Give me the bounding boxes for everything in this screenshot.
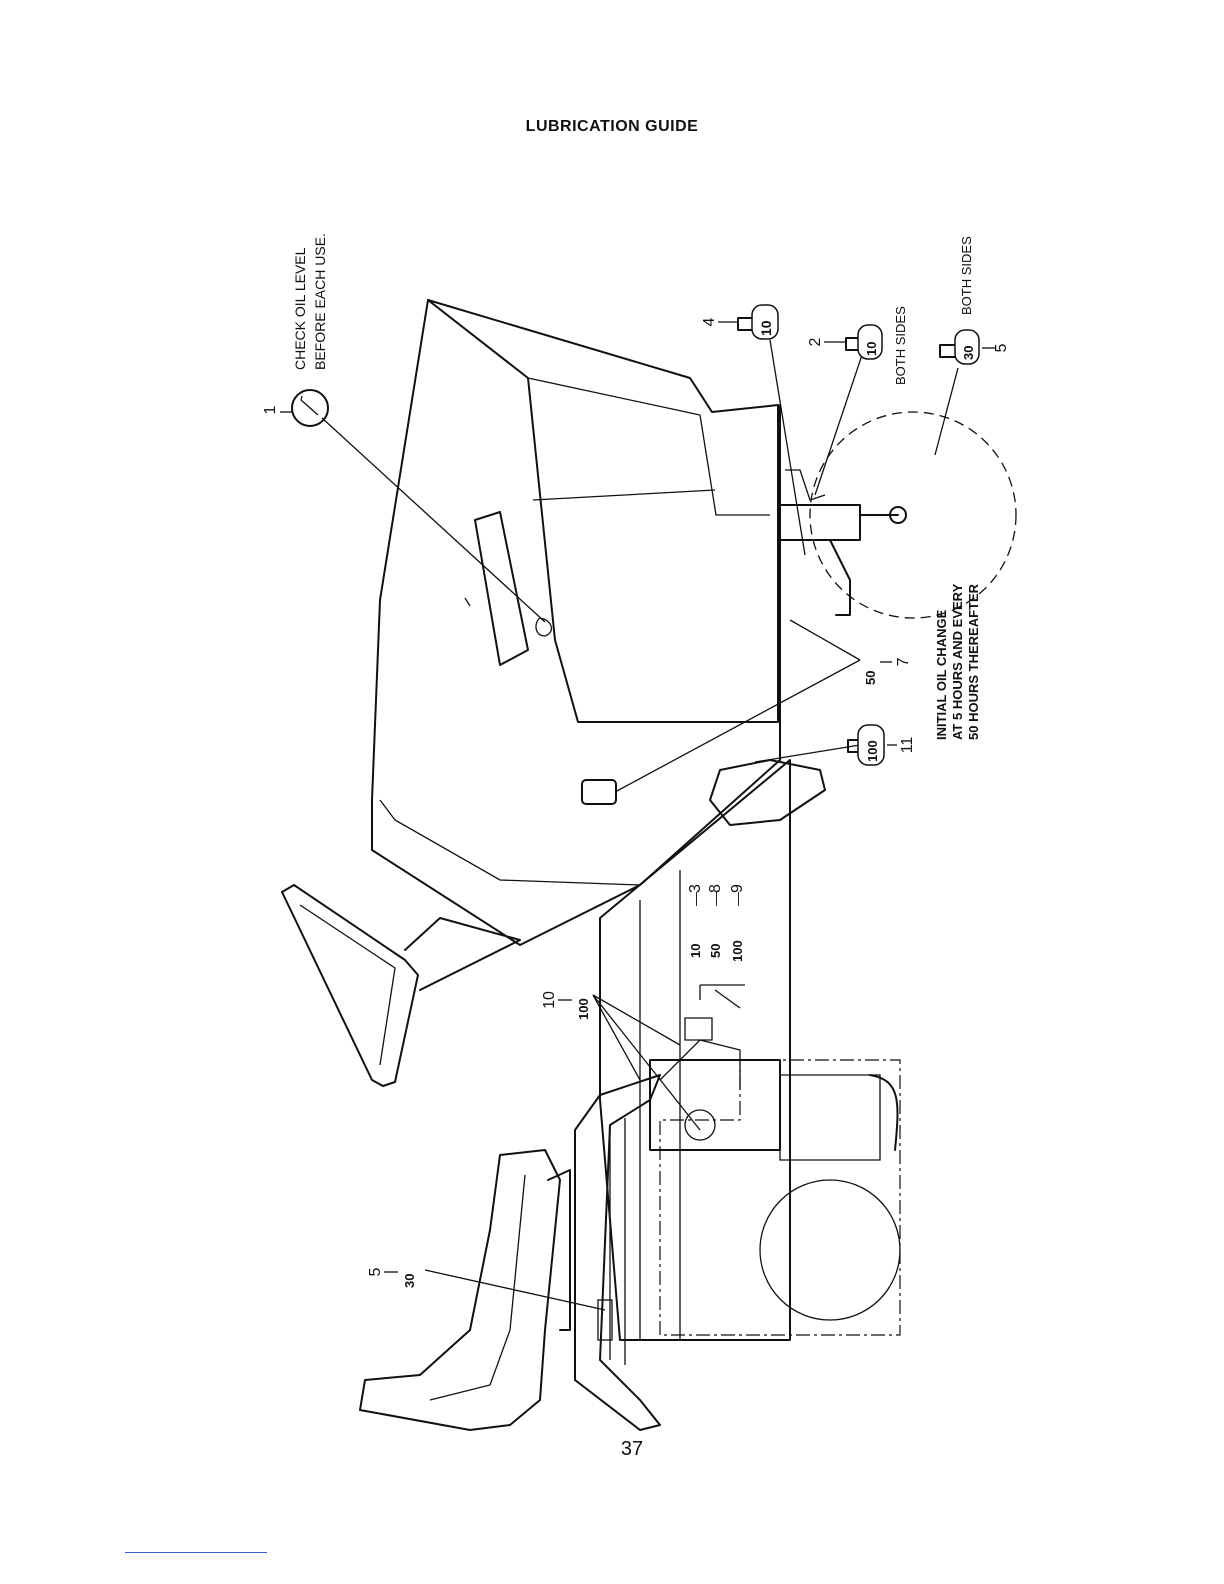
callout-5-bottom: 5 30	[367, 1267, 417, 1288]
callout-5-bottom-interval: 30	[402, 1274, 417, 1288]
callout-2: 2 10 BOTH SIDES	[807, 306, 908, 385]
callout-8-dash: —	[707, 892, 723, 906]
callout-11: 100 11	[848, 725, 916, 765]
oil-change-line3: 50 HOURS THEREAFTER	[966, 583, 981, 740]
callout-5-top: 30 BOTH SIDES 5	[940, 236, 1010, 364]
callout-4: 4 10	[701, 305, 778, 339]
callout-3-dash: —	[687, 892, 703, 906]
callout-4-interval: 10	[758, 320, 774, 336]
callout-10: 10 100	[541, 991, 591, 1020]
detail-circle	[810, 412, 1016, 618]
callout-5-top-number: 5	[993, 343, 1010, 352]
oil-filter	[582, 780, 616, 804]
callout-5-bottom-number: 5	[367, 1267, 384, 1276]
oil-change-line2: AT 5 HOURS AND EVERY	[950, 583, 965, 740]
callout-9-interval: 100	[730, 940, 745, 962]
oil-change-line1: INITIAL OIL CHANGE	[934, 609, 949, 740]
callout-7-number: 7	[895, 657, 912, 666]
callout-1-text-line2: BEFORE EACH USE.	[312, 233, 328, 370]
callout-3-8-9: 10 — 3 50 — 8 100 — 9	[687, 884, 746, 1000]
front-axle	[780, 470, 906, 615]
tractor-hood	[372, 300, 780, 945]
callout-1-text-line1: CHECK OIL LEVEL	[292, 247, 308, 370]
callout-9-number: 9	[729, 884, 746, 893]
callout-2-interval: 10	[864, 342, 879, 356]
callout-7: 50 7	[863, 657, 912, 685]
callout-4-number: 4	[701, 317, 718, 326]
front-bumper	[282, 885, 520, 1086]
callout-11-number: 11	[899, 737, 916, 754]
callout-2-number: 2	[807, 337, 824, 346]
callout-3-number: 3	[687, 884, 704, 893]
oil-change-note: INITIAL OIL CHANGE AT 5 HOURS AND EVERY …	[934, 583, 981, 740]
callout-1: 1 CHECK OIL LEVEL BEFORE EACH USE.	[262, 233, 328, 426]
callout-8-number: 8	[707, 884, 724, 893]
link-underline	[125, 1552, 267, 1553]
callout-7-interval: 50	[863, 671, 878, 685]
page-number: 37	[0, 1438, 1224, 1461]
callout-9-dash: —	[729, 892, 745, 906]
callout-3-interval: 10	[688, 944, 703, 958]
callout-5-top-note: BOTH SIDES	[959, 236, 974, 315]
transaxle-housing	[650, 1018, 780, 1150]
callout-11-interval: 100	[865, 740, 880, 762]
callout-8-interval: 50	[708, 944, 723, 958]
frame-rails	[600, 760, 825, 1340]
rear-fender	[575, 1075, 660, 1430]
callout-5-top-interval: 30	[961, 346, 976, 360]
callout-10-number: 10	[541, 991, 558, 1009]
callout-2-note: BOTH SIDES	[893, 306, 908, 385]
callout-1-number: 1	[262, 405, 279, 414]
callout-10-interval: 100	[576, 998, 591, 1020]
